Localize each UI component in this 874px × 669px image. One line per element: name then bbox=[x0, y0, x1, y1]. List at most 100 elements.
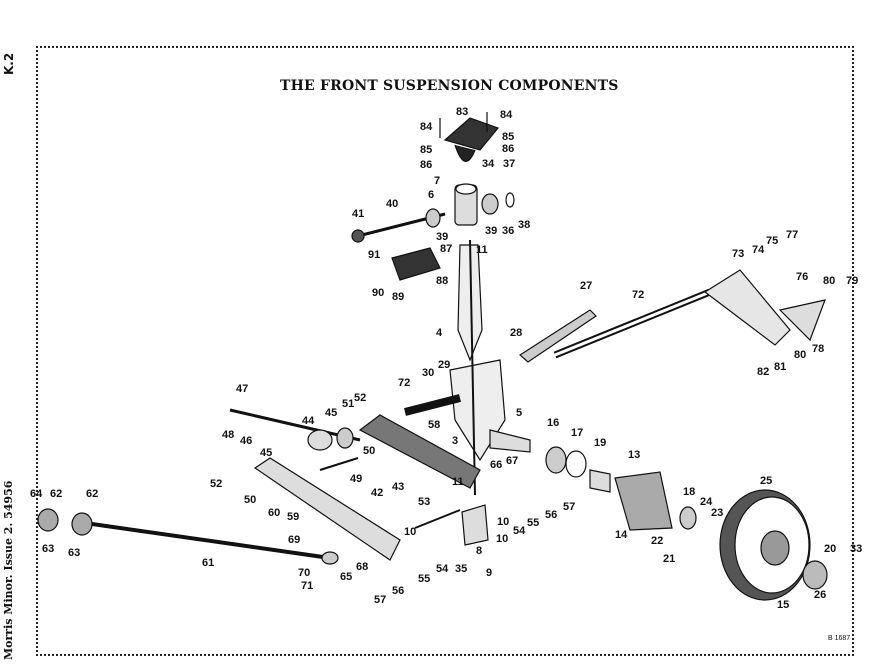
callout-label: 39 bbox=[485, 225, 497, 237]
callout-label: 87 bbox=[440, 243, 452, 255]
callout-label: 40 bbox=[386, 198, 398, 210]
callout-label: 14 bbox=[615, 529, 628, 541]
callout-label: 71 bbox=[301, 580, 313, 592]
callout-label: 79 bbox=[846, 275, 858, 287]
callout-label: 51 bbox=[342, 398, 354, 410]
callout-label: 54 bbox=[513, 525, 526, 537]
callout-label: 44 bbox=[302, 415, 315, 427]
callout-label: 23 bbox=[711, 507, 723, 519]
callout-label: 64 bbox=[30, 488, 43, 500]
callout-label: 29 bbox=[438, 359, 450, 371]
torsion-bar-core bbox=[554, 290, 711, 357]
callout-label: 63 bbox=[68, 547, 80, 559]
callout-label: 26 bbox=[814, 589, 826, 601]
callout-label: 74 bbox=[752, 244, 765, 256]
callout-label: 43 bbox=[392, 481, 404, 493]
nut bbox=[351, 229, 365, 243]
callout-label: 7 bbox=[434, 175, 440, 187]
callout-label: 11 bbox=[476, 244, 488, 256]
callout-label: 36 bbox=[502, 225, 514, 237]
stub-axle bbox=[489, 429, 531, 453]
callout-label: 86 bbox=[420, 159, 432, 171]
callout-label: 90 bbox=[372, 287, 384, 299]
callout-label: 9 bbox=[486, 567, 492, 579]
callout-label: 13 bbox=[628, 449, 640, 461]
callout-label: 50 bbox=[244, 494, 256, 506]
callout-label: 80 bbox=[823, 275, 835, 287]
callout-label: 48 bbox=[222, 429, 234, 441]
callout-label: 72 bbox=[398, 377, 410, 389]
callout-label: 80 bbox=[794, 349, 806, 361]
callout-label: 19 bbox=[594, 437, 606, 449]
callout-label: 47 bbox=[236, 383, 248, 395]
callout-label: 10 bbox=[496, 533, 508, 545]
callout-label: 21 bbox=[663, 553, 675, 565]
callout-label: 16 bbox=[547, 417, 559, 429]
callout-label: 69 bbox=[288, 534, 300, 546]
callout-label: 85 bbox=[502, 131, 514, 143]
rubber-bush bbox=[71, 512, 93, 536]
steering-arm bbox=[519, 309, 597, 363]
callout-label: 33 bbox=[850, 543, 862, 555]
lower-arm bbox=[358, 414, 481, 489]
callout-label: 52 bbox=[210, 478, 222, 490]
callout-label: 45 bbox=[325, 407, 337, 419]
bush bbox=[481, 193, 499, 215]
bump-stop-bracket bbox=[391, 247, 441, 281]
callout-label: 45 bbox=[260, 447, 272, 459]
callout-label: 82 bbox=[757, 366, 769, 378]
callout-label: 61 bbox=[202, 557, 214, 569]
callout-label: 20 bbox=[824, 543, 836, 555]
callout-label: 56 bbox=[545, 509, 557, 521]
callouts: 83 84 84 85 85 86 86 34 37 7 6 40 41 39 … bbox=[30, 106, 862, 642]
callout-label: 54 bbox=[436, 563, 449, 575]
callout-label: 30 bbox=[422, 367, 434, 379]
rubber-bush bbox=[37, 508, 59, 532]
callout-label: 88 bbox=[436, 275, 448, 287]
callout-label: 68 bbox=[356, 561, 368, 573]
callout-label: 15 bbox=[777, 599, 789, 611]
callout-label: 34 bbox=[482, 158, 495, 170]
washer bbox=[505, 192, 515, 208]
callout-label: 65 bbox=[340, 571, 352, 583]
bearing bbox=[545, 446, 567, 474]
callout-label: 56 bbox=[392, 585, 404, 597]
callout-label: 55 bbox=[527, 517, 539, 529]
callout-label: 5 bbox=[516, 407, 522, 419]
callout-label: 53 bbox=[418, 496, 430, 508]
tie-rod bbox=[84, 521, 331, 560]
callout-label: 76 bbox=[796, 271, 808, 283]
callout-label: 59 bbox=[287, 511, 299, 523]
callout-label: 60 bbox=[268, 507, 280, 519]
oil-seal bbox=[679, 506, 697, 530]
callout-label: 55 bbox=[418, 573, 430, 585]
callout-label: 85 bbox=[420, 144, 432, 156]
callout-label: 49 bbox=[350, 473, 362, 485]
callout-label: 62 bbox=[86, 488, 98, 500]
callout-label: 25 bbox=[760, 475, 772, 487]
callout-label: 18 bbox=[683, 486, 695, 498]
bolt bbox=[414, 509, 461, 529]
upper-bracket bbox=[443, 117, 500, 151]
swivel-pin bbox=[457, 244, 483, 362]
drum-hub bbox=[760, 530, 790, 566]
callout-label: 75 bbox=[766, 235, 778, 247]
bracket-shoe bbox=[454, 144, 476, 162]
callout-label: 11 bbox=[452, 476, 464, 488]
anchor-plate bbox=[778, 299, 826, 342]
callout-label: 24 bbox=[700, 496, 713, 508]
callout-label: 6 bbox=[428, 189, 434, 201]
link-bush bbox=[336, 427, 354, 449]
callout-label: 42 bbox=[371, 487, 383, 499]
link-bush bbox=[307, 429, 333, 451]
page-title: THE FRONT SUSPENSION COMPONENTS bbox=[280, 78, 619, 94]
torsion-lever bbox=[703, 269, 791, 346]
callout-label: 67 bbox=[506, 455, 518, 467]
callout-label: 57 bbox=[563, 501, 575, 513]
callout-label: 89 bbox=[392, 291, 404, 303]
callout-label: 84 bbox=[500, 109, 513, 121]
lower-wishbone bbox=[253, 457, 401, 561]
tie-rod-end bbox=[321, 551, 339, 565]
callout-label: 39 bbox=[436, 231, 448, 243]
